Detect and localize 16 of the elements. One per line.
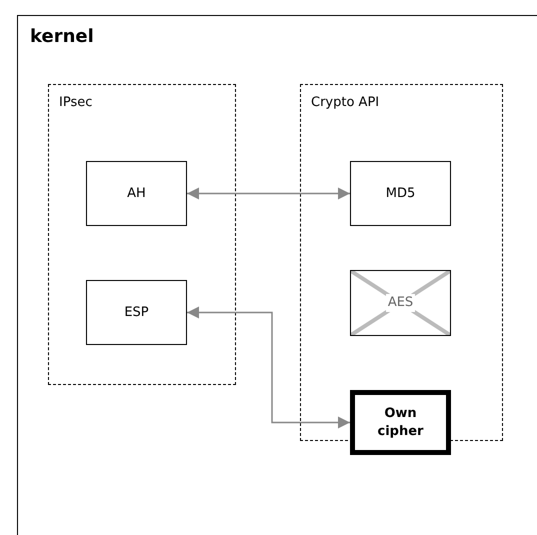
group-frame: [48, 84, 236, 385]
module-label: AES: [386, 294, 416, 312]
module-label: AH: [126, 184, 147, 202]
module-label: Own cipher: [376, 404, 424, 440]
module-label: ESP: [123, 304, 150, 322]
group-title: IPsec: [59, 95, 92, 110]
arrow: [187, 306, 350, 428]
module-box: [350, 390, 451, 455]
kernel-frame: [17, 15, 537, 535]
module-box: [86, 280, 187, 345]
arrow: [187, 188, 350, 200]
module-box: [350, 161, 451, 226]
group-title: Crypto API: [311, 95, 380, 110]
module-label: MD5: [384, 184, 416, 202]
module-box: [86, 161, 187, 226]
frame-title: kernel: [30, 26, 94, 47]
